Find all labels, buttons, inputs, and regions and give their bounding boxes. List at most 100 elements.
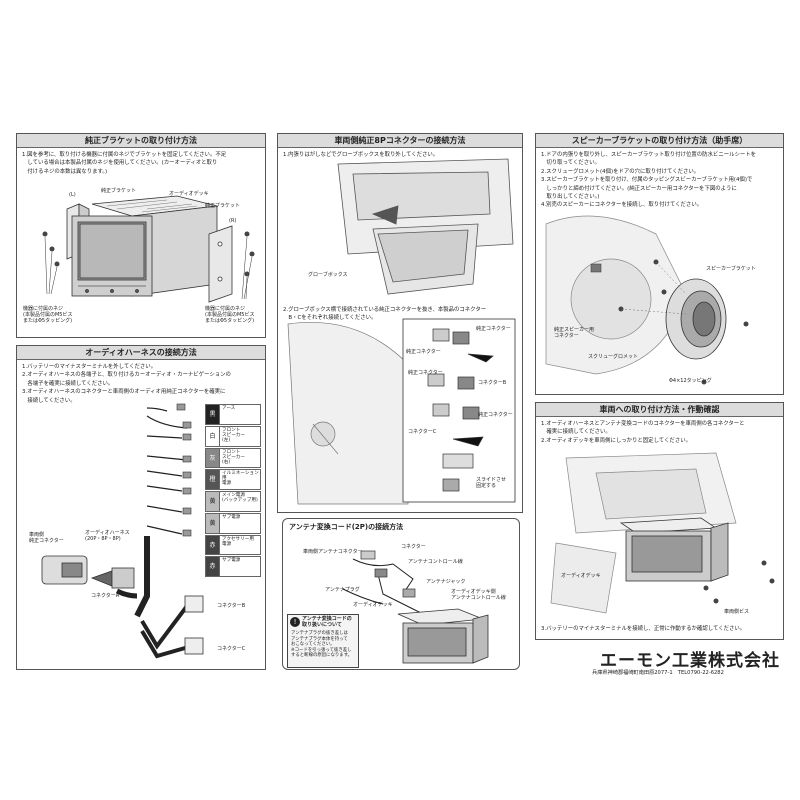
speaker-step: 切り取ってください。 bbox=[541, 160, 600, 167]
connector8p-step2-line: B・Cをそれぞれ接続してください。 bbox=[283, 315, 377, 322]
connector-b-label: コネクターB bbox=[217, 603, 246, 609]
screw-drawings bbox=[42, 231, 255, 277]
wire-color-swatch: 赤 bbox=[206, 535, 220, 555]
install-step3: 3.バッテリーのマイナスターミナルを接続し、正常に作動するか確認してください。 bbox=[541, 626, 746, 632]
install-illustration bbox=[550, 452, 775, 614]
wire-row: 灰フロント スピーカー (右) bbox=[205, 447, 261, 469]
harness-step: 接続してください。 bbox=[22, 397, 76, 404]
vehicle-connector-drawing bbox=[41, 555, 113, 587]
antenna-connector-label: コネクター bbox=[401, 544, 426, 550]
speaker-step: 2.スクリューグロメット(4個)をドアの穴に取り付けてください。 bbox=[541, 168, 700, 175]
install-panel: 車両への取り付け方法・作動確認 1.オーディオハーネスとアンテナ変換コードのコネ… bbox=[535, 402, 784, 640]
antenna-jack-label: アンテナジャック bbox=[426, 579, 466, 585]
bracket-steps: 1.図を参考に、取り付ける機器に付属のネジでブラケットを固定してください。不足 … bbox=[22, 151, 226, 176]
connector8p-step2: 2.グローブボックス横で接続されている純正コネクターを抜き、本製品のコネクター … bbox=[283, 306, 486, 323]
wire-row: 赤サブ電源 bbox=[205, 556, 261, 577]
bracket-r-label: 純正ブラケット bbox=[205, 203, 241, 209]
connector-c-label: コネクターC bbox=[217, 646, 246, 652]
audio-harness-label: オーディオハーネス (20P・8P・8P) bbox=[85, 530, 130, 542]
bracket-panel-title: 純正ブラケットの取り付け方法 bbox=[17, 134, 265, 148]
wire-color-list: 黒アース白フロント スピーカー (左)灰フロント スピーカー (右)橙イルミネー… bbox=[205, 404, 261, 578]
screw-r-label: 機器に付属のネジ (本製品付属のM5ビス またはΦ5タッピング) bbox=[205, 306, 255, 324]
speaker-illustration bbox=[545, 215, 749, 385]
antenna-panel: アンテナ変換コード(2P)の接続方法 車両側アンテナコネクター コネクター アン… bbox=[282, 518, 520, 670]
speaker-step: しっかりと締め付けてください。(純正スピーカー用コネクターを下図のように bbox=[541, 185, 737, 192]
door-drawing bbox=[545, 215, 687, 375]
connector-c-drawing bbox=[184, 637, 204, 655]
vehicle-screws-label: 車両側ビス bbox=[724, 609, 750, 615]
bracket-l-label: 純正ブラケット bbox=[101, 188, 137, 194]
left-label: (L) bbox=[69, 192, 76, 198]
warning-icon: ! bbox=[290, 617, 300, 627]
connector8p-panel: 車両側純正8Pコネクターの接続方法 1.内張りはがしなどでグローブボックスを取り… bbox=[277, 133, 523, 513]
wire-label: フロント スピーカー (左) bbox=[222, 427, 245, 443]
genuine-connector-label: 純正コネクター bbox=[476, 326, 511, 332]
wire-color-swatch: 黄 bbox=[206, 492, 220, 511]
screw-l-label: 機器に付属のネジ (本製品付属のM5ビス またはΦ5タッピング) bbox=[23, 306, 73, 324]
harness-terminals bbox=[176, 403, 192, 537]
right-bracket-drawing bbox=[208, 225, 233, 303]
harness-cable-drawing bbox=[115, 407, 193, 659]
harness-step: 3.オーディオハーネスのコネクターと車両側のオーディオ用純正コネクターを確実に bbox=[22, 389, 226, 396]
company-name: エーモン工業株式会社 bbox=[600, 651, 780, 671]
slide-label: スライドさせ 固定する bbox=[476, 477, 507, 489]
company-address: 兵庫県神崎郡福崎町南田原2077-1 TEL0790-22-6282 bbox=[592, 670, 724, 676]
glovebox-label: グローブボックス bbox=[308, 272, 348, 278]
connector-a-label: コネクターA bbox=[91, 593, 120, 599]
genuine-connector-label: 純正コネクター bbox=[408, 370, 443, 376]
wire-color-swatch: 黄 bbox=[206, 513, 220, 533]
grommet-label: スクリューグロメット bbox=[588, 354, 639, 360]
harness-step: 1.バッテリーのマイナスターミナルを外してください。 bbox=[22, 364, 157, 370]
wire-color-swatch: 黒 bbox=[206, 405, 220, 424]
install-panel-title: 車両への取り付け方法・作動確認 bbox=[536, 403, 783, 417]
wire-color-swatch: 灰 bbox=[206, 448, 220, 468]
speaker-panel: スピーカーブラケットの取り付け方法（助手席） 1.ドアの内張りを取り外し、スピー… bbox=[535, 133, 784, 395]
connector-drawings bbox=[427, 328, 494, 492]
harness-panel: オーディオハーネスの接続方法 1.バッテリーのマイナスターミナルを外してください… bbox=[16, 345, 266, 670]
tapping-label: Φ4×12タッピング bbox=[669, 378, 712, 384]
speaker-panel-title: スピーカーブラケットの取り付け方法（助手席） bbox=[536, 134, 783, 148]
speaker-step: 3.スピーカーブラケットを取り付け、付属のタッピングスビーカーブラケット用(4個… bbox=[541, 177, 753, 184]
wire-row: 黒アース bbox=[205, 404, 261, 425]
antenna-connectors bbox=[360, 550, 416, 598]
antenna-deck-label: オーディオデッキ bbox=[353, 602, 393, 608]
connector-a-drawing bbox=[111, 567, 135, 589]
right-label: (R) bbox=[229, 218, 237, 224]
wire-color-swatch: 白 bbox=[206, 426, 220, 446]
deck-label: オーディオデッキ bbox=[169, 191, 209, 197]
install-deck-drawing bbox=[619, 517, 729, 582]
wire-color-swatch: 赤 bbox=[206, 557, 220, 576]
antenna-note: ! アンテナ変換コードの 取り扱いについて アンテナプラグの抜き差しは アンテナ… bbox=[287, 614, 359, 668]
harness-steps: 1.バッテリーのマイナスターミナルを外してください。 2.オーディオハーネスの各… bbox=[22, 363, 231, 405]
install-deck-label: オーディオデッキ bbox=[561, 573, 601, 579]
vehicle-connector-label: 車両側 純正コネクター bbox=[29, 532, 64, 544]
speaker-steps: 1.ドアの内張りを取り外し、スピーカーブラケット取り付け位置の防水ビニールシート… bbox=[541, 151, 756, 210]
harness-step: 各端子を確実に接続してください。 bbox=[22, 380, 114, 387]
antenna-note-title: アンテナ変換コードの 取り扱いについて bbox=[302, 616, 352, 628]
install-step: 1.オーディオハーネスとアンテナ変換コードのコネクターを車両側の各コネクターと bbox=[541, 421, 745, 427]
wire-label: フロント スピーカー (右) bbox=[222, 449, 245, 465]
antenna-control-label: アンテナコントロール線 bbox=[408, 559, 463, 565]
install-steps: 1.オーディオハーネスとアンテナ変換コードのコネクターを車両側の各コネクターと … bbox=[541, 420, 745, 445]
wire-row: 白フロント スピーカー (左) bbox=[205, 425, 261, 447]
speaker-connector-label: 純正スピーカー用 コネクター bbox=[554, 327, 595, 339]
bracket-panel: 純正ブラケットの取り付け方法 1.図を参考に、取り付ける機器に付属のネジでブラケ… bbox=[16, 133, 266, 338]
antenna-panel-title: アンテナ変換コード(2P)の接続方法 bbox=[289, 523, 404, 531]
antenna-deck-drawing bbox=[397, 608, 489, 664]
dashboard-drawing bbox=[287, 321, 409, 505]
speaker-bracket-label: スピーカーブラケット bbox=[706, 266, 756, 272]
connector8p-panel-title: 車両側純正8Pコネクターの接続方法 bbox=[278, 134, 522, 148]
genuine-connector-label: 純正コネクター bbox=[406, 349, 441, 355]
connector-c-label: コネクターC bbox=[408, 429, 437, 435]
speaker-step: 4.別売のスピーカーにコネクターを接続し、取り付けてください。 bbox=[541, 202, 703, 209]
antenna-plug-label: アンテナプラグ bbox=[325, 587, 360, 593]
speaker-step: 1.ドアの内張りを取り外し、スピーカーブラケット取り付け位置の防水ビニールシート… bbox=[541, 152, 757, 158]
wire-label: メイン電源 (バックアップ用) bbox=[222, 493, 258, 503]
wire-row: 赤アクセサリー用 電源 bbox=[205, 534, 261, 556]
wire-label: サブ電源 bbox=[222, 558, 241, 564]
bracket-step: している場合は本製品付属のネジを使用してください。(カーオーディオと取り bbox=[22, 160, 218, 167]
connector-b-drawing bbox=[184, 595, 204, 613]
bracket-step: 1.図を参考に、取り付ける機器に付属のネジでブラケットを固定してください。不足 bbox=[22, 152, 227, 158]
glovebox-illustration bbox=[287, 158, 516, 505]
bracket-step: 付けるネジの本数は異なります。) bbox=[22, 168, 108, 175]
